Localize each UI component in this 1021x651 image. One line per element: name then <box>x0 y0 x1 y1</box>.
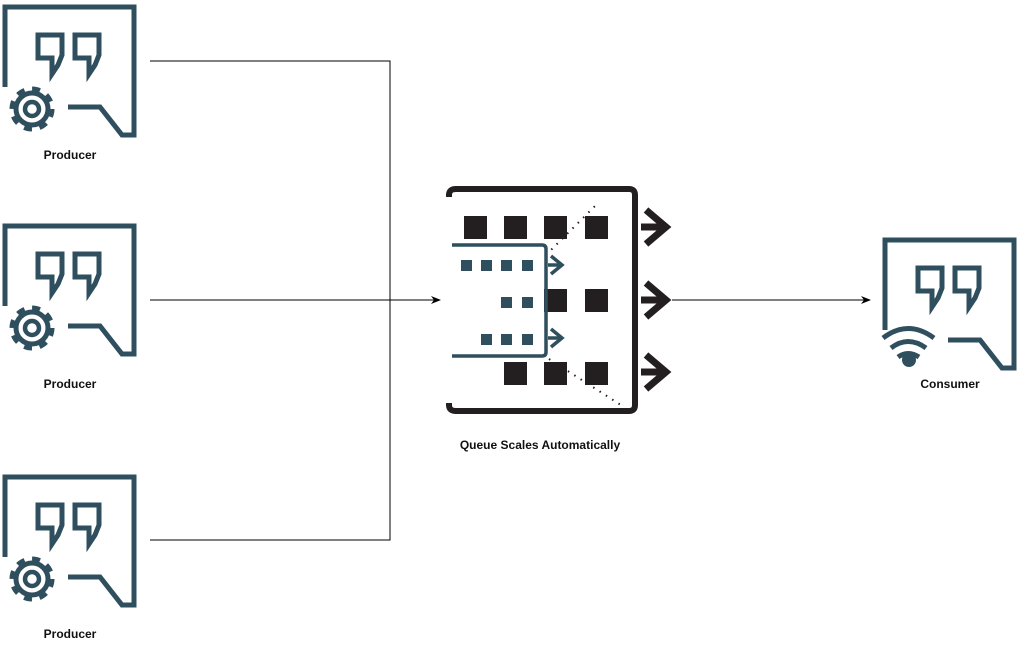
producer-label-2: Producer <box>43 377 97 391</box>
producer-node-2[interactable] <box>0 221 140 359</box>
gear-icon <box>9 86 55 132</box>
producer-node-1[interactable] <box>0 2 140 140</box>
queue-node[interactable] <box>446 185 678 415</box>
producer-label-1: Producer <box>43 148 97 162</box>
consumer-node[interactable] <box>880 235 1020 373</box>
gear-icon <box>9 305 55 351</box>
message-wifi-icon <box>881 237 1017 371</box>
message-gear-icon <box>2 4 137 138</box>
auto-scaling-queue-icon <box>446 186 672 414</box>
gear-icon <box>9 556 55 602</box>
producer-node-3[interactable] <box>0 472 140 610</box>
queue-label: Queue Scales Automatically <box>459 438 621 452</box>
producer-label-3: Producer <box>43 627 97 641</box>
consumer-label: Consumer <box>920 377 980 391</box>
edge-producer-3-queue <box>150 300 391 541</box>
edge-producer-1-queue <box>150 60 391 300</box>
wifi-dot <box>902 353 916 367</box>
message-gear-icon <box>2 474 137 608</box>
wifi-icon <box>881 326 936 360</box>
message-gear-icon <box>2 223 137 357</box>
